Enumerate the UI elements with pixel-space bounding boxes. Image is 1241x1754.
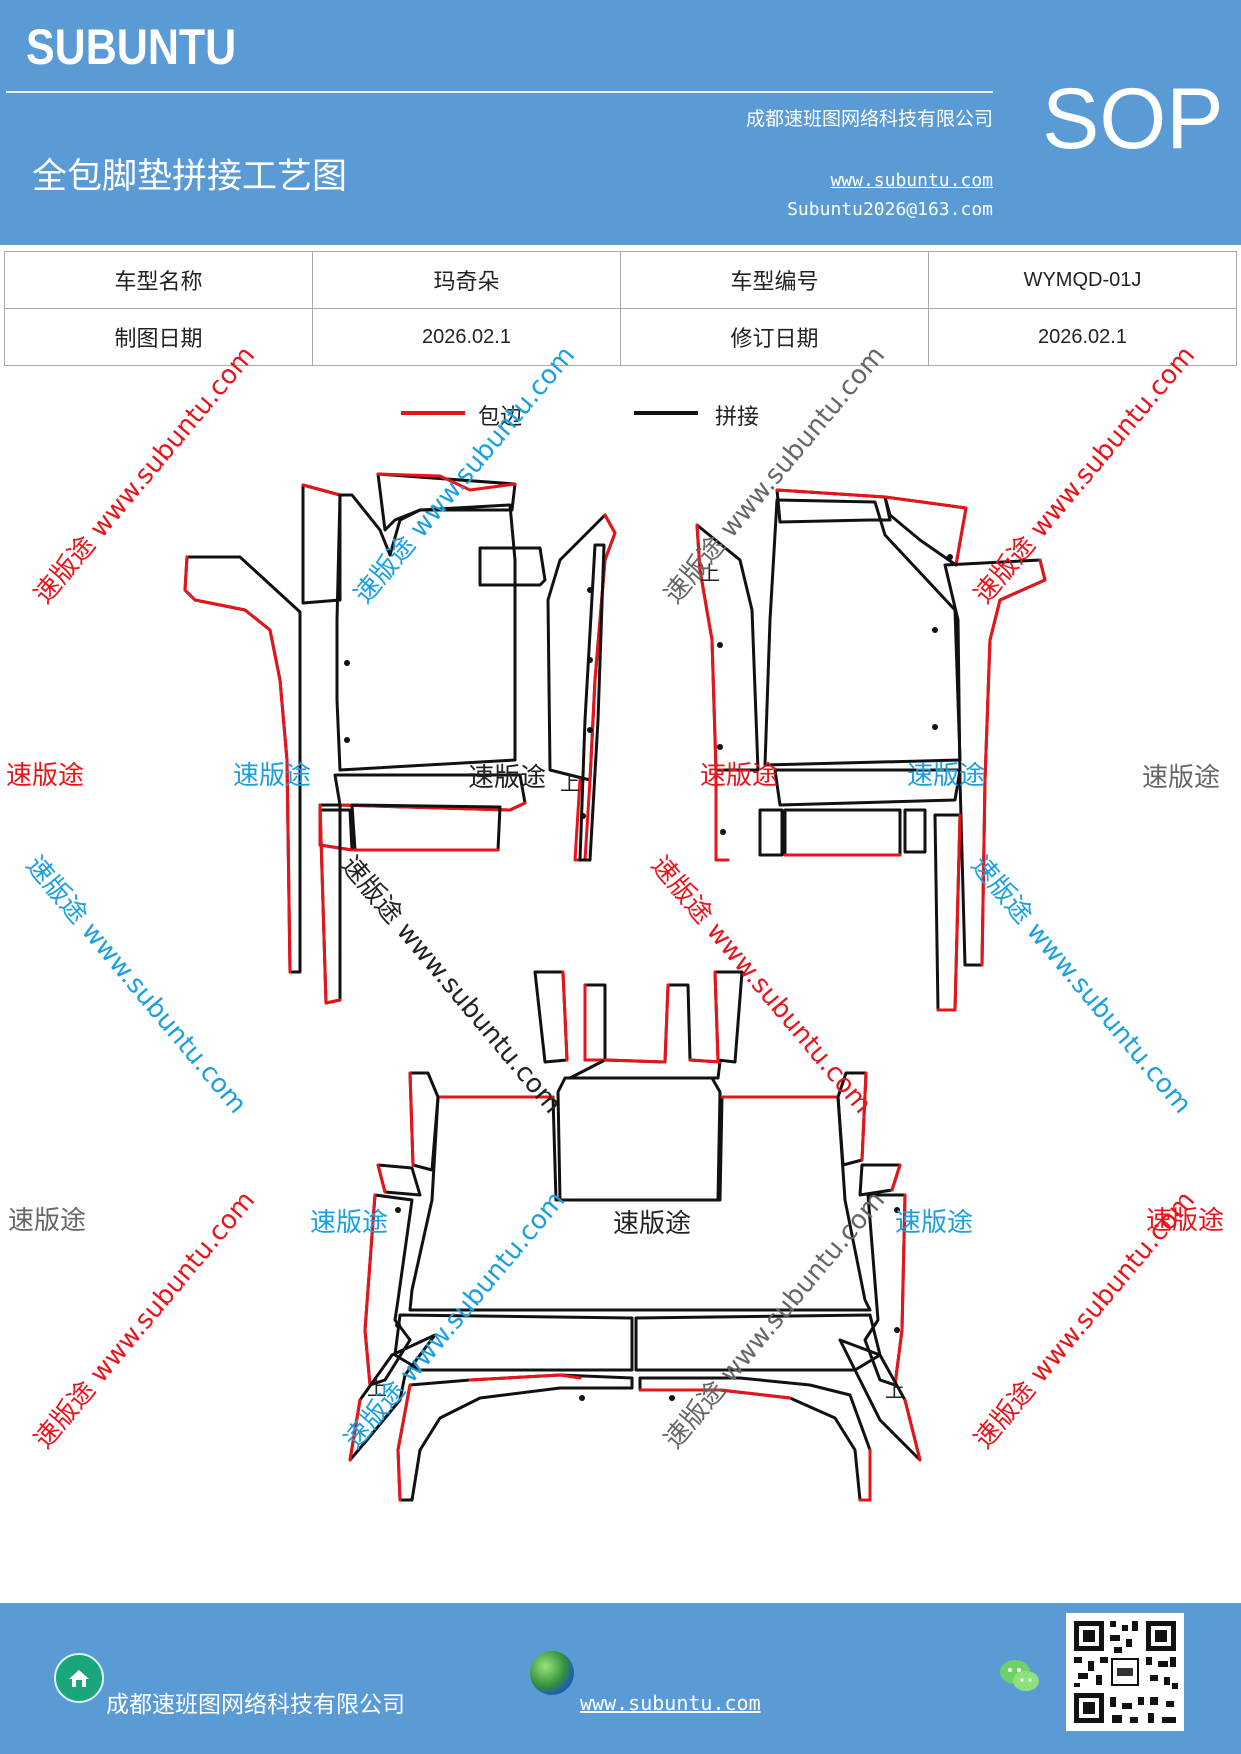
rear-right-pillar	[836, 1071, 868, 1167]
header-band: SUBUNTU 成都速班图网络科技有限公司 全包脚垫拼接工艺图 www.subu…	[0, 0, 1241, 245]
up-mark: 上	[367, 1376, 387, 1400]
qr-code[interactable]	[1066, 1613, 1184, 1731]
front-right-rear-rail-edge	[936, 813, 962, 1012]
rear-bottom-left	[393, 1313, 634, 1372]
rear-left-arch-edge	[348, 1398, 362, 1462]
rear-right-pillar-edge	[860, 1071, 868, 1162]
globe-icon	[530, 1651, 574, 1695]
front-left-foot2	[318, 808, 354, 852]
email-address: Subuntu2026@163.com	[787, 199, 993, 220]
info-table: 车型名称 玛奇朵 车型编号 WYMQD-01J 制图日期 2026.02.1 修…	[4, 251, 1237, 366]
table-row: 制图日期 2026.02.1 修订日期 2026.02.1	[4, 308, 1237, 366]
rear-tab-2-edge	[583, 983, 607, 1062]
legend-splice-swatch	[634, 411, 698, 415]
watermark-brand: 速版途	[1146, 1206, 1225, 1236]
watermark-brand: 速版途	[310, 1208, 389, 1238]
rear-right-flap-edge	[890, 1163, 902, 1192]
front-right-mat-group	[695, 488, 1047, 1012]
rear-bottom-right	[634, 1313, 882, 1372]
home-icon	[54, 1653, 104, 1703]
rear-left-flap-edge	[376, 1163, 387, 1194]
up-mark: 上	[560, 771, 580, 795]
watermark-brand: 速版途	[907, 761, 986, 791]
draw-date-label: 制图日期	[4, 308, 313, 366]
legend-edge-label: 包边	[478, 405, 523, 430]
up-mark: 上	[885, 1378, 905, 1402]
model-name-value: 玛奇朵	[312, 251, 621, 309]
rear-tab-mid	[568, 983, 722, 1080]
rear-tab-2	[583, 983, 607, 1062]
rear-mat-group	[348, 970, 922, 1502]
revise-date-value: 2026.02.1	[928, 308, 1237, 366]
rear-main-floor	[408, 1095, 872, 1312]
website-link[interactable]: www.subuntu.com	[830, 170, 993, 191]
diagram-center-label: 速版途	[613, 1209, 692, 1239]
brand-logo: SUBUNTU	[26, 19, 237, 75]
revise-date-label: 修订日期	[620, 308, 929, 366]
front-right-foot2	[758, 808, 784, 857]
front-left-mat-group	[183, 472, 617, 1005]
model-code-value: WYMQD-01J	[928, 251, 1237, 309]
watermark-brand: 速版途	[895, 1208, 974, 1238]
footer-company: 成都速班图网络科技有限公司	[106, 1692, 405, 1718]
front-right-door-edge	[695, 523, 730, 862]
front-left-foot2-edge	[318, 808, 354, 852]
rear-left-wheel-edge	[396, 1373, 582, 1502]
rear-right-wheel-edge	[638, 1388, 872, 1502]
legend-edge-swatch	[401, 411, 465, 415]
watermark-brand: 速版途	[6, 761, 85, 791]
footer-band: 成都速班图网络科技有限公司 www.subuntu.com	[0, 1603, 1241, 1754]
draw-date-value: 2026.02.1	[312, 308, 621, 366]
rear-tab-mid-edge	[603, 983, 722, 1064]
watermark-brand: 速版途	[1142, 763, 1221, 793]
rear-right-arch-edge	[903, 1398, 922, 1462]
rear-left-pillar-edge	[408, 1071, 415, 1167]
watermark-brand: 速版途	[8, 1206, 87, 1236]
rear-right-side-edge	[893, 1193, 907, 1387]
front-right-lower	[773, 768, 962, 807]
header-divider	[6, 91, 993, 93]
wechat-icon[interactable]	[996, 1653, 1044, 1701]
right-side-strip-edge	[980, 558, 1047, 967]
front-right-topcap-edge	[775, 488, 887, 499]
left-side-strip-edge	[183, 555, 292, 974]
table-row: 车型名称 玛奇朵 车型编号 WYMQD-01J	[4, 251, 1237, 309]
footer-website-link[interactable]: www.subuntu.com	[580, 1691, 761, 1715]
front-left-main	[335, 493, 517, 772]
model-name-label: 车型名称	[4, 251, 313, 309]
sop-badge: SOP	[1042, 71, 1224, 167]
model-code-label: 车型编号	[620, 251, 929, 309]
rear-tunnel	[556, 1076, 722, 1202]
legend-splice-label: 拼接	[715, 405, 760, 430]
front-right-corner-edge	[883, 495, 968, 567]
front-left-foot1	[350, 803, 502, 852]
front-left-pillar	[301, 483, 342, 605]
fastener-dots	[344, 554, 953, 1401]
rear-left-pillar	[408, 1071, 440, 1172]
rear-tab-4-edge	[713, 970, 720, 1062]
company-name: 成都速班图网络科技有限公司	[745, 108, 993, 130]
page-title: 全包脚垫拼接工艺图	[32, 157, 348, 197]
rear-tab-1-edge	[561, 970, 569, 1062]
front-left-rear-rail-edge	[318, 803, 342, 1005]
rear-left-side-edge	[363, 1193, 377, 1387]
watermark-brand: 速版途	[468, 763, 547, 793]
front-left-topcap-edge	[376, 472, 517, 492]
front-right-foot3	[903, 808, 927, 854]
front-right-main	[763, 498, 962, 767]
watermark-brand: 速版途	[700, 761, 779, 791]
watermark-brand: 速版途	[233, 761, 312, 791]
front-left-pillar-edge	[301, 483, 342, 497]
front-left-rail	[578, 543, 606, 862]
front-right-foot1	[783, 808, 902, 857]
legend: 包边 拼接	[0, 395, 1241, 435]
rear-left-wheel	[396, 1373, 634, 1502]
up-mark: 上	[700, 561, 720, 585]
front-left-tunnel	[478, 546, 547, 587]
